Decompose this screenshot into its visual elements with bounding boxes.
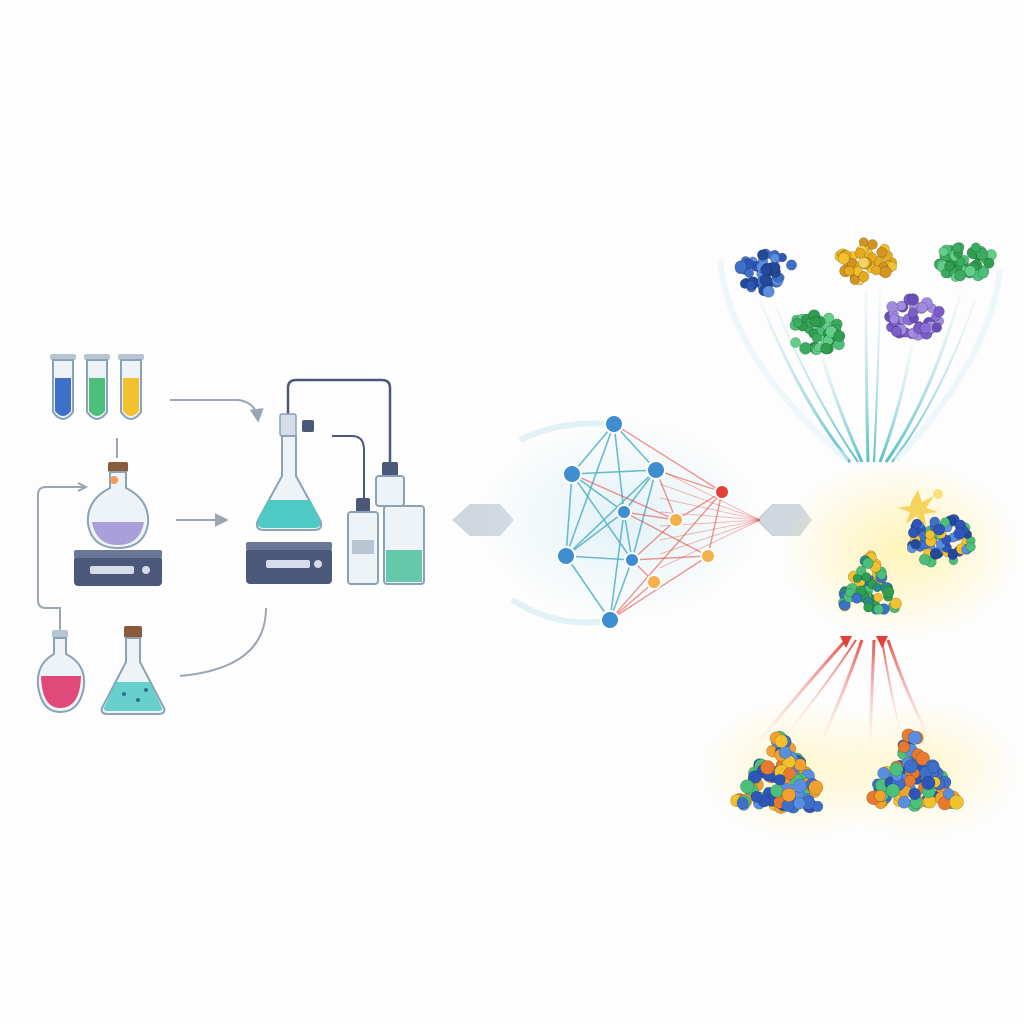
network-edge (631, 555, 709, 561)
output-stage (700, 237, 1020, 840)
network-edge (571, 473, 677, 521)
reactor-icon (246, 378, 425, 585)
candidate-streams (717, 259, 1003, 463)
network-output-edge (659, 519, 761, 569)
network-output-edge (659, 483, 761, 521)
molecule-cluster-icon (838, 550, 902, 615)
network-edge (613, 423, 625, 513)
network-output-edge (659, 469, 761, 521)
network-edge (707, 491, 723, 557)
hot-plate-icon-main (246, 542, 332, 584)
network-edge (609, 559, 633, 621)
network-node (646, 460, 666, 480)
lab-stage (36, 354, 425, 715)
neural-network-icon (480, 414, 761, 630)
network-edge (565, 555, 611, 621)
network-node (616, 504, 632, 520)
network-edge (565, 511, 625, 557)
network-node (624, 552, 640, 568)
network-edge (565, 469, 657, 557)
network-highlight-node (646, 574, 662, 590)
network-edge (623, 511, 677, 521)
tube-to-reactor-arrow (170, 399, 264, 423)
molecule-cluster-icon (866, 728, 964, 812)
network-edge (571, 469, 657, 475)
network-edge (631, 519, 677, 561)
molecule-cluster-icon (884, 293, 945, 341)
cork-icon (108, 462, 128, 472)
network-edge (623, 511, 633, 561)
network-edge (623, 511, 709, 557)
network-edge (571, 473, 625, 513)
network-edge (571, 423, 615, 475)
test-tube-rack (50, 354, 144, 420)
molecule-cluster-icon (789, 309, 846, 356)
network-node (600, 610, 620, 630)
network-output-edge (659, 519, 761, 555)
molecule-cluster-icon (730, 730, 824, 814)
recycle-line (37, 486, 86, 640)
network-highlight-node (700, 548, 716, 564)
network-edge (565, 473, 573, 557)
molecule-cluster-icon (834, 237, 898, 286)
network-edge (613, 423, 657, 471)
molecule-cluster-icon (933, 242, 997, 282)
network-edge (565, 423, 615, 557)
molecule-clusters (730, 237, 997, 814)
molecule-cluster-icon (906, 514, 976, 568)
flask-icon-teal (100, 626, 166, 715)
bottom-to-reactor-line (179, 607, 267, 677)
molecule-cluster-icon (734, 248, 797, 298)
round-flask-on-hot-plate (74, 462, 162, 586)
network-edge (675, 491, 723, 521)
hot-plate-icon (74, 550, 162, 586)
network-node (562, 464, 582, 484)
network-edge (609, 511, 625, 621)
flask-icon-magenta (36, 630, 86, 714)
network-nodes (556, 414, 730, 630)
network-edge (655, 469, 723, 493)
sparkle-icon (898, 489, 943, 526)
network-edge (613, 423, 723, 493)
network-edge (609, 491, 723, 621)
network-node (556, 546, 576, 566)
network-edge (571, 473, 633, 561)
network-highlight-node (714, 484, 730, 500)
network-output-edge (659, 519, 761, 541)
test-tube-icon-yellow (118, 354, 144, 420)
network-output-edge (659, 497, 761, 521)
network-highlight-node (668, 512, 684, 528)
test-tube-icon-green (84, 354, 110, 420)
network-node (604, 414, 624, 434)
network-edge (565, 555, 633, 561)
test-tube-icon-blue (50, 354, 76, 420)
